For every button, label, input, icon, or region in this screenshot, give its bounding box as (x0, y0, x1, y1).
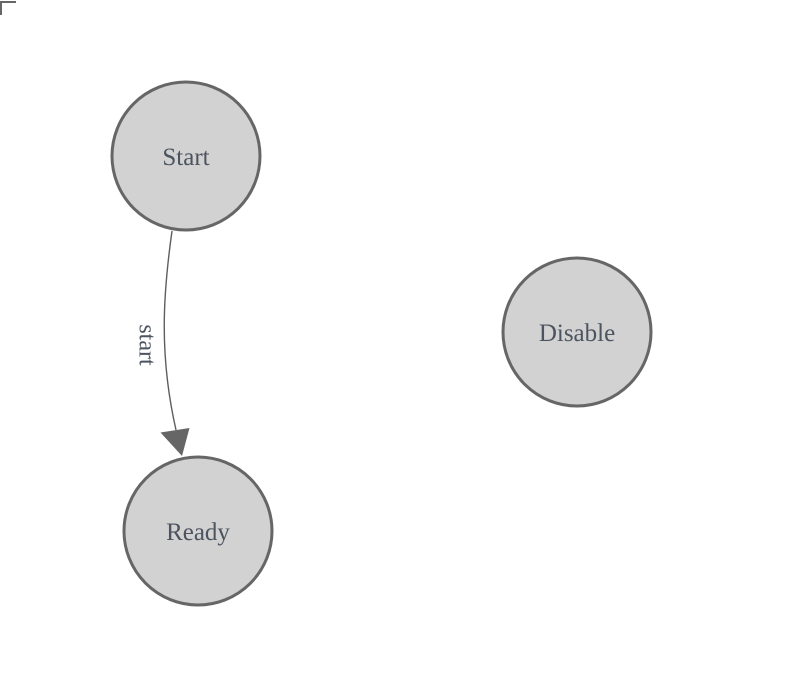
node-ready-label: Ready (166, 519, 230, 546)
node-disable-circle (501, 256, 653, 408)
node-disable-label: Disable (539, 320, 615, 347)
node-ready[interactable]: Ready (122, 455, 274, 607)
node-start-circle (110, 80, 262, 232)
edge-start-to-ready[interactable]: start (134, 230, 190, 456)
node-ready-circle (122, 455, 274, 607)
edge-path[interactable] (163, 230, 177, 431)
node-start-label: Start (162, 144, 209, 171)
edge-arrowhead-icon (160, 428, 190, 456)
edge-label[interactable]: start (134, 324, 160, 366)
node-disable[interactable]: Disable (501, 256, 653, 408)
node-start[interactable]: Start (110, 80, 262, 232)
paper-corner-mark (0, 1, 16, 15)
